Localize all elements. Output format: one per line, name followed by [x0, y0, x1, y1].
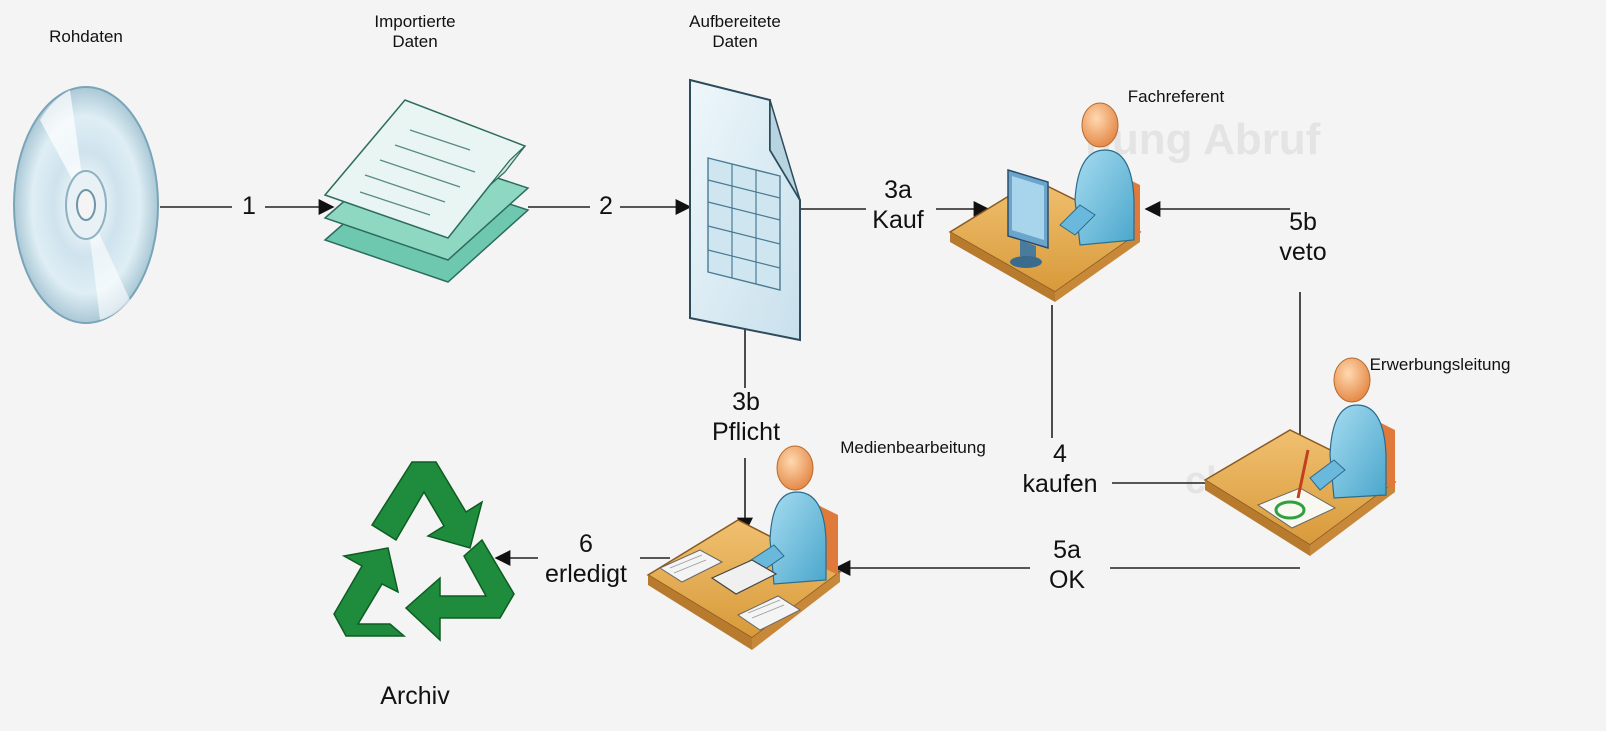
edge-label-5a: 5a OK — [1048, 536, 1086, 594]
node-label-erwerbungsleitung: Erwerbungsleitung — [1369, 355, 1511, 374]
recycle-icon — [333, 461, 515, 642]
node-label-aufbereitete-daten: Aufbereitete Daten — [689, 12, 781, 52]
acquisitions-manager-icon — [1203, 357, 1397, 556]
imported-data-icon — [323, 99, 530, 283]
edge-label-3b: 3b Pflicht — [711, 388, 781, 446]
media-processing-icon — [646, 445, 842, 650]
background-ghost-text: hung Abruf — [1085, 115, 1321, 164]
edge-label-3a: 3a Kauf — [872, 176, 924, 234]
prepared-data-icon — [689, 78, 801, 342]
node-label-rohdaten: Rohdaten — [49, 27, 123, 46]
edge-label-1: 1 — [242, 192, 256, 220]
edge-label-5b: 5b veto — [1279, 208, 1327, 266]
subject-librarian-icon — [948, 102, 1142, 302]
edge-label-6: 6 erledigt — [545, 530, 627, 588]
edge-label-2: 2 — [599, 192, 613, 220]
node-label-archiv: Archiv — [380, 682, 450, 710]
edge-label-4: 4 kaufen — [1022, 440, 1098, 498]
node-label-fachreferent: Fachreferent — [1127, 87, 1225, 106]
cd-icon — [13, 86, 159, 324]
node-label-importierte-daten: Importierte Daten — [374, 12, 456, 52]
node-label-medienbearbeitung: Medienbearbeitung — [840, 438, 986, 457]
